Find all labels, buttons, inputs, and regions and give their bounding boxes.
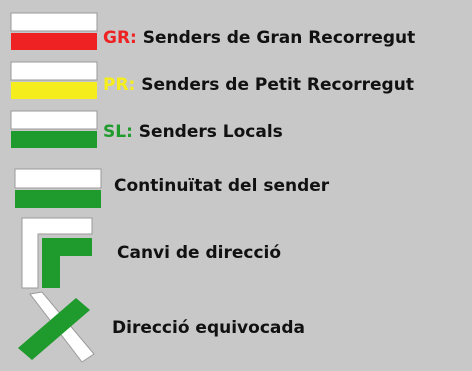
gr-legend-item: GR: Senders de Gran Recorregut — [103, 28, 415, 48]
change-direction-label: Canvi de direcció — [117, 243, 282, 263]
wrong-direction-mark-icon — [18, 291, 95, 363]
pr-flag-yellow-stripe — [11, 82, 97, 99]
pr-legend-item: PR: Senders de Petit Recorregut — [103, 75, 414, 95]
sl-flag-icon — [10, 110, 98, 148]
sl-label: Senders Locals — [138, 122, 283, 142]
sl-legend-item: SL: Senders Locals — [103, 122, 283, 142]
pr-label: Senders de Petit Recorregut — [141, 75, 414, 95]
pr-flag-icon — [10, 61, 98, 99]
sl-code: SL: — [103, 122, 133, 142]
continuity-mark-icon — [14, 168, 102, 208]
sl-flag-green-stripe — [11, 131, 97, 148]
change-direction-mark-icon — [21, 217, 93, 289]
gr-label: Senders de Gran Recorregut — [142, 28, 416, 48]
wrong-direction-label: Direcció equivocada — [112, 318, 306, 338]
pr-code: PR: — [103, 75, 136, 95]
gr-code: GR: — [103, 28, 137, 48]
gr-flag-red-stripe — [11, 33, 97, 50]
continuity-label: Continuïtat del sender — [114, 176, 330, 196]
gr-flag-icon — [10, 12, 98, 50]
